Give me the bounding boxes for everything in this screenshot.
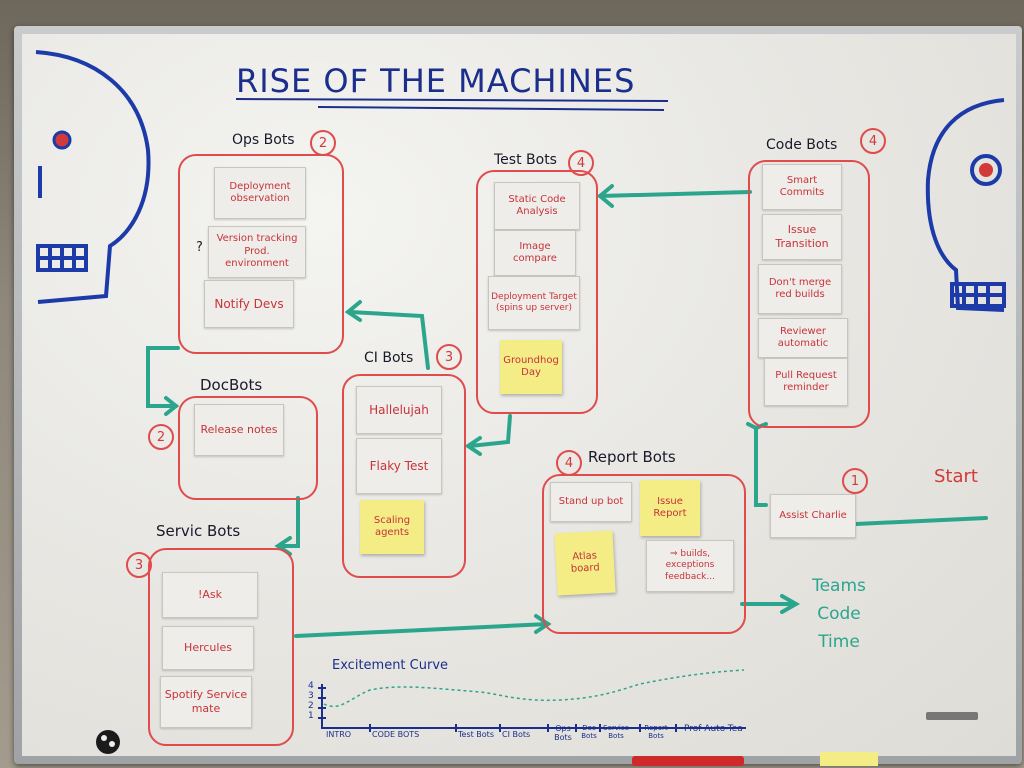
robot-skull-left	[35, 50, 151, 304]
test-bots-box	[476, 170, 598, 414]
eraser-sticky	[820, 752, 878, 766]
service-card-hercules[interactable]: Hercules	[162, 626, 254, 670]
report-bots-box	[542, 474, 746, 634]
start-number: 1	[842, 468, 868, 494]
code-card-pull-request-reminder[interactable]: Pull Request reminder	[764, 358, 848, 406]
curve-y-tick: 4	[308, 681, 314, 691]
report-bots-number: 4	[556, 450, 582, 476]
doc-bots-box	[178, 396, 318, 500]
service-card-spotify-service-mate[interactable]: Spotify Service mate	[160, 676, 252, 728]
curve-x-label: INTRO	[326, 730, 352, 739]
service-bots-title: Servic Bots	[156, 522, 241, 540]
code-card-reviewer-automatic[interactable]: Reviewer automatic	[758, 318, 848, 358]
excitement-curve-title: Excitement Curve	[332, 658, 449, 673]
ops-bots-title: Ops Bots	[232, 132, 295, 148]
ops-card-notify-devs[interactable]: Notify Devs	[204, 280, 294, 328]
curve-x-label: CI Bots	[502, 730, 531, 739]
ci-bots-title: CI Bots	[364, 350, 414, 366]
test-card-static-code-analysis[interactable]: Static Code Analysis	[494, 182, 580, 230]
test-sticky-groundhog-day[interactable]: Groundhog Day	[500, 340, 562, 394]
ops-card-version-tracking[interactable]: Version tracking Prod. environment	[208, 226, 306, 278]
marker-red	[632, 756, 744, 766]
code-card-issue-transition[interactable]: Issue Transition	[762, 214, 842, 260]
ops-card-deployment-observation[interactable]: Deployment observation	[214, 167, 306, 219]
test-bots-title: Test Bots	[494, 152, 557, 168]
curve-x-label: CODE BOTS	[372, 730, 420, 739]
doc-card-release-notes[interactable]: Release notes	[194, 404, 284, 456]
excitement-curve-line	[323, 669, 745, 708]
ops-bots-number: 2	[310, 130, 336, 156]
ci-bots-box	[342, 374, 466, 578]
board-title: RISE OF THE MACHINES	[236, 62, 636, 100]
ci-card-hallelujah[interactable]: Hallelujah	[356, 386, 442, 434]
report-bots-title: Report Bots	[588, 448, 676, 466]
doc-bots-title: DocBots	[200, 376, 263, 394]
ops-question-mark: ?	[196, 240, 203, 255]
ops-bots-box	[178, 154, 344, 354]
report-sticky-issue-report[interactable]: Issue Report	[640, 480, 700, 536]
ci-card-flaky-test[interactable]: Flaky Test	[356, 438, 442, 494]
code-card-dont-merge-red-builds[interactable]: Don't merge red builds	[758, 264, 842, 314]
curve-x-label: Test Bots	[458, 730, 494, 739]
report-card-builds-exceptions-feedback[interactable]: ⇒ builds, exceptions feedback...	[646, 540, 734, 592]
start-label: Start	[934, 466, 978, 487]
start-card-assist-charlie[interactable]: Assist Charlie	[770, 494, 856, 538]
code-bots-title: Code Bots	[766, 137, 838, 153]
curve-x-label: Service Bots	[603, 724, 629, 740]
code-bots-box	[748, 160, 870, 428]
curve-y-tick: 1	[308, 711, 314, 721]
code-card-smart-commits[interactable]: Smart Commits	[762, 164, 842, 210]
ci-bots-number: 3	[436, 344, 462, 370]
curve-y-tick: 2	[308, 701, 314, 711]
doc-bots-number: 2	[148, 424, 174, 450]
curve-x-label: Ops Bots	[554, 724, 572, 742]
ci-sticky-scaling-agents[interactable]: Scaling agents	[360, 500, 424, 554]
report-sticky-atlas-board[interactable]: Atlas board	[554, 530, 616, 596]
curve-y-tick: 3	[308, 691, 314, 701]
code-bots-number: 4	[860, 128, 886, 154]
curve-x-label: Report Bots	[644, 724, 668, 740]
curve-x-label: Prof Auto-Tea	[684, 724, 743, 734]
curve-x-label: Doc Bots	[581, 724, 597, 740]
service-card-ask[interactable]: !Ask	[162, 572, 258, 618]
robot-skull-right	[925, 98, 1006, 312]
report-card-stand-up-bot[interactable]: Stand up bot	[550, 482, 632, 522]
test-card-image-compare[interactable]: Image compare	[494, 230, 576, 276]
curve-axes	[318, 684, 746, 732]
test-card-deployment-target[interactable]: Deployment Target (spins up server)	[488, 276, 580, 330]
board-brand-label	[926, 712, 978, 720]
service-bots-box	[148, 548, 294, 746]
teams-code-time-note: Teams Code Time	[812, 576, 866, 652]
